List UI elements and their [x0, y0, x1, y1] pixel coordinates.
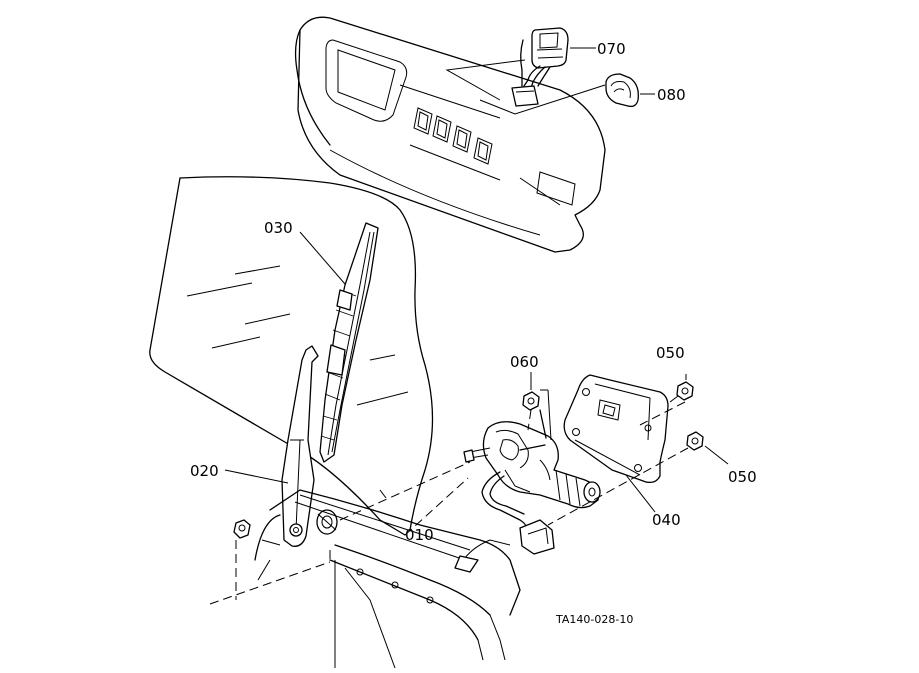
rear-glass — [149, 176, 434, 536]
connection-line-070 — [445, 59, 526, 101]
label-070: 070 — [597, 40, 626, 58]
label-060: 060 — [510, 353, 539, 371]
leader-040 — [625, 474, 656, 513]
label-040: 040 — [652, 511, 681, 529]
part-labels: 010 020 030 040 050 050 060 070 080 — [190, 40, 757, 544]
cab-roof-panel — [294, 16, 606, 253]
bolt-lower — [686, 431, 704, 451]
motor-harness — [481, 471, 555, 555]
bolt-upper — [669, 381, 694, 403]
cap-nut-left — [233, 519, 251, 539]
label-020: 020 — [190, 462, 219, 480]
blank-plug — [605, 73, 639, 108]
assembly-lines — [209, 389, 689, 605]
label-050-upper: 050 — [656, 344, 685, 362]
nut-060 — [522, 391, 540, 411]
leader-050-lower — [704, 445, 729, 465]
leader-020 — [224, 469, 289, 484]
connection-line-080 — [479, 84, 606, 115]
label-080: 080 — [657, 86, 686, 104]
figure-reference-code: TA140-028-10 — [555, 613, 633, 626]
wiper-switch — [511, 27, 569, 107]
leader-030 — [299, 231, 346, 285]
label-010: 010 — [405, 526, 434, 544]
pivot-nut — [316, 509, 338, 535]
label-030: 030 — [264, 219, 293, 237]
wiper-arm — [281, 345, 319, 547]
rear-door-frame — [254, 489, 521, 669]
wiper-motor — [463, 409, 601, 509]
wiper-blade — [319, 222, 379, 463]
motor-bracket — [563, 374, 669, 484]
label-050-lower: 050 — [728, 468, 757, 486]
